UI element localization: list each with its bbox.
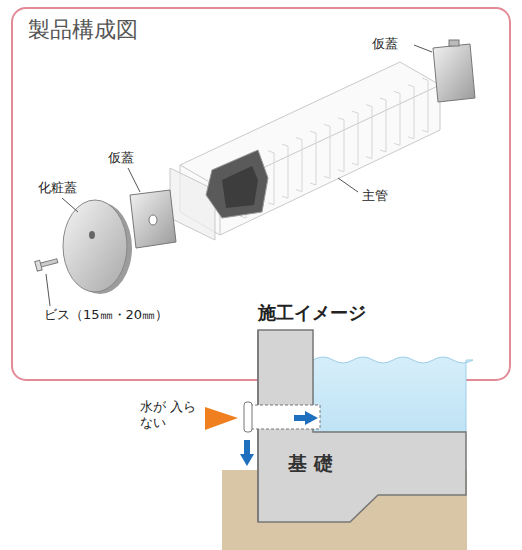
tube-rib [310,131,316,185]
part-label: 主管 [362,188,388,204]
tube-rib [296,138,302,192]
callout-note: 水が 入らない [140,399,200,432]
tube-rib [352,111,358,165]
part-label: ビス（15㎜・20㎜） [44,307,168,323]
section-heading: 施工イメージ [258,302,366,324]
tube-rib [338,118,344,172]
panel-title: 製品構成図 [28,17,138,43]
part-label: 化粧蓋 [38,180,77,196]
tube-rib [422,78,428,132]
tube-rib [408,85,414,139]
tube-rib [366,105,372,159]
tube-rib [324,124,330,178]
part-label: 仮蓋 [372,36,398,52]
part-label: 仮蓋 [108,150,134,166]
tube-rib [282,144,288,198]
tube-rib [394,91,400,145]
tube-rib [268,151,274,205]
tube-rib [380,98,386,152]
region-label: 基 礎 [288,452,333,475]
